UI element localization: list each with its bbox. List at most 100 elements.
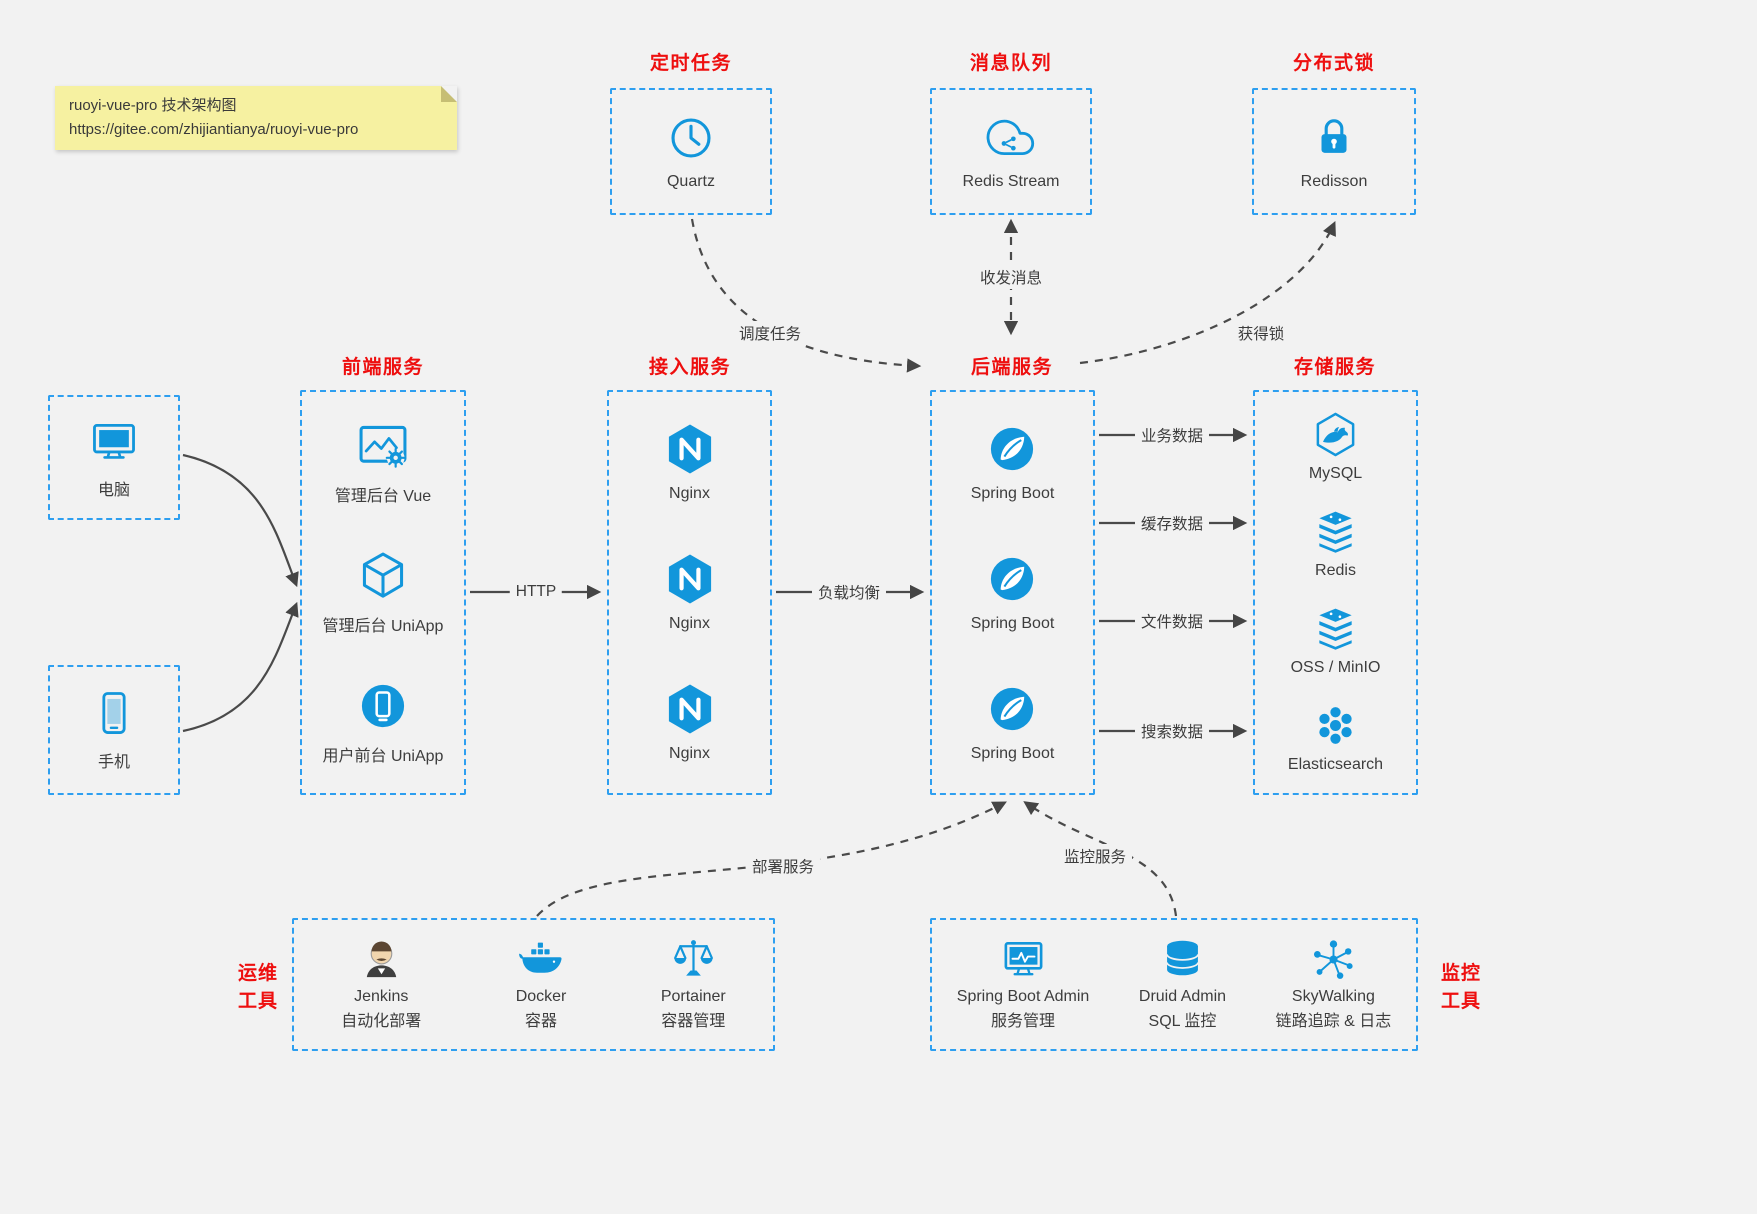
quartz-label: Quartz xyxy=(666,172,715,190)
docker-node: Docker 容器 xyxy=(515,936,567,1033)
scheduled-tasks-title: 定时任务 xyxy=(649,53,733,74)
ops-label-line2: 工具 xyxy=(237,990,278,1012)
nginx-icon xyxy=(663,422,717,476)
gateway-services-box: Nginx Nginx Nginx xyxy=(607,390,772,795)
redisson-label: Redisson xyxy=(1300,172,1368,190)
edge-label-search-data: 搜索数据 xyxy=(1134,719,1210,743)
jenkins-desc: 自动化部署 xyxy=(341,1013,422,1030)
redisson-box: Redisson xyxy=(1252,88,1416,215)
edge-label-load-balance: 负载均衡 xyxy=(811,580,887,604)
edge-label-schedule: 调度任务 xyxy=(732,321,808,345)
nginx-icon xyxy=(663,682,717,736)
monitor-tools-side-label: 监控 工具 xyxy=(1432,960,1490,1015)
edge-lock xyxy=(1079,221,1336,365)
spring-boot-node-1: Spring Boot xyxy=(970,422,1055,503)
distributed-lock-title: 分布式锁 xyxy=(1292,53,1376,74)
message-queue-title: 消息队列 xyxy=(969,53,1053,74)
monitor-tools-box: Spring Boot Admin 服务管理 Druid Admin SQL 监… xyxy=(930,918,1418,1051)
mobile-app-icon xyxy=(356,679,410,733)
edge-label-cache-data: 缓存数据 xyxy=(1134,511,1210,535)
user-uniapp-label: 用户前台 UniApp xyxy=(322,747,444,765)
druid-admin-name: Druid Admin xyxy=(1138,988,1227,1006)
portainer-desc: 容器管理 xyxy=(661,1013,726,1030)
storage-stack-icon xyxy=(1312,605,1359,652)
redis-node: Redis xyxy=(1312,508,1359,580)
spring-boot-admin-desc: 服务管理 xyxy=(991,1013,1056,1030)
portainer-name: Portainer xyxy=(660,988,726,1006)
druid-admin-desc: SQL 监控 xyxy=(1148,1013,1217,1030)
nginx-label-3: Nginx xyxy=(669,744,710,762)
gateway-services-title: 接入服务 xyxy=(648,357,732,378)
backend-services-title: 后端服务 xyxy=(970,357,1054,378)
mysql-label: MySQL xyxy=(1308,464,1363,482)
database-icon xyxy=(1159,936,1206,983)
title-note: ruoyi-vue-pro 技术架构图 https://gitee.com/zh… xyxy=(55,86,457,150)
edge-label-monitor: 监控服务 xyxy=(1057,844,1133,868)
quartz-box: Quartz xyxy=(610,88,772,215)
redis-stream-label: Redis Stream xyxy=(962,172,1060,190)
skywalking-name: SkyWalking xyxy=(1291,988,1375,1006)
note-fold-corner xyxy=(441,86,457,102)
mysql-icon xyxy=(1312,411,1359,458)
phone-label: 手机 xyxy=(97,754,130,771)
monitor-chart-icon xyxy=(1000,936,1047,983)
network-graph-icon xyxy=(1310,936,1357,983)
elasticsearch-label: Elasticsearch xyxy=(1287,756,1384,774)
admin-uniapp-label: 管理后台 UniApp xyxy=(322,617,444,635)
redis-stack-icon xyxy=(1312,508,1359,555)
pc-client-box: 电脑 xyxy=(48,395,180,520)
admin-uniapp-node: 管理后台 UniApp xyxy=(322,549,444,636)
cube-icon xyxy=(356,549,410,603)
admin-vue-icon xyxy=(356,419,410,473)
note-line2: https://gitee.com/zhijiantianya/ruoyi-vu… xyxy=(69,121,359,138)
redis-stream-box: Redis Stream xyxy=(930,88,1092,215)
spring-boot-node-2: Spring Boot xyxy=(970,552,1055,633)
ops-tools-side-label: 运维 工具 xyxy=(231,960,285,1015)
edge-phone-to-frontend xyxy=(182,601,299,733)
frontend-services-title: 前端服务 xyxy=(341,357,425,378)
note-line1: ruoyi-vue-pro 技术架构图 xyxy=(69,97,237,114)
edge-label-file-data: 文件数据 xyxy=(1134,609,1210,633)
spring-boot-label-3: Spring Boot xyxy=(970,744,1055,762)
ops-tools-box: Jenkins 自动化部署 Docker 容器 Portainer 容器管理 xyxy=(292,918,775,1051)
skywalking-node: SkyWalking 链路追踪 & 日志 xyxy=(1275,936,1392,1033)
smartphone-icon xyxy=(89,688,139,738)
cloud-network-icon xyxy=(986,113,1036,163)
frontend-services-box: 管理后台 Vue 管理后台 UniApp 用户前台 UniApp xyxy=(300,390,466,795)
druid-admin-node: Druid Admin SQL 监控 xyxy=(1139,936,1226,1033)
spring-boot-label-2: Spring Boot xyxy=(970,614,1055,632)
spring-boot-admin-name: Spring Boot Admin xyxy=(956,988,1090,1006)
jenkins-name: Jenkins xyxy=(354,988,409,1006)
spring-boot-label-1: Spring Boot xyxy=(970,485,1055,503)
ops-label-line1: 运维 xyxy=(237,963,278,984)
edge-pc-to-frontend xyxy=(182,453,299,588)
skywalking-desc: 链路追踪 & 日志 xyxy=(1275,1013,1392,1030)
user-uniapp-node: 用户前台 UniApp xyxy=(322,679,444,766)
docker-name: Docker xyxy=(515,988,567,1006)
spring-icon xyxy=(985,682,1039,736)
nginx-node-1: Nginx xyxy=(663,422,717,503)
docker-desc: 容器 xyxy=(525,1013,558,1030)
jenkins-node: Jenkins 自动化部署 xyxy=(341,936,421,1033)
scales-icon xyxy=(670,936,717,983)
spring-boot-admin-node: Spring Boot Admin 服务管理 xyxy=(956,936,1090,1033)
monitor-label-line2: 工具 xyxy=(1440,990,1481,1012)
edge-label-deploy: 部署服务 xyxy=(745,854,821,878)
storage-services-box: MySQL Redis OSS / MinIO Elasticsearch xyxy=(1253,390,1418,795)
oss-minio-node: OSS / MinIO xyxy=(1290,605,1381,677)
edge-label-lock: 获得锁 xyxy=(1231,321,1291,345)
edge-label-messages: 收发消息 xyxy=(973,265,1049,289)
oss-minio-label: OSS / MinIO xyxy=(1290,659,1381,677)
spring-boot-node-3: Spring Boot xyxy=(970,682,1055,763)
portainer-node: Portainer 容器管理 xyxy=(661,936,726,1033)
edge-label-http: HTTP xyxy=(509,582,563,602)
mysql-node: MySQL xyxy=(1309,411,1362,483)
admin-vue-node: 管理后台 Vue xyxy=(335,419,431,506)
redis-label: Redis xyxy=(1315,561,1356,579)
desktop-icon xyxy=(89,416,139,466)
monitor-label-line1: 监控 xyxy=(1440,963,1481,984)
docker-whale-icon xyxy=(518,936,565,983)
lock-icon xyxy=(1309,113,1359,163)
pc-label: 电脑 xyxy=(97,481,130,499)
